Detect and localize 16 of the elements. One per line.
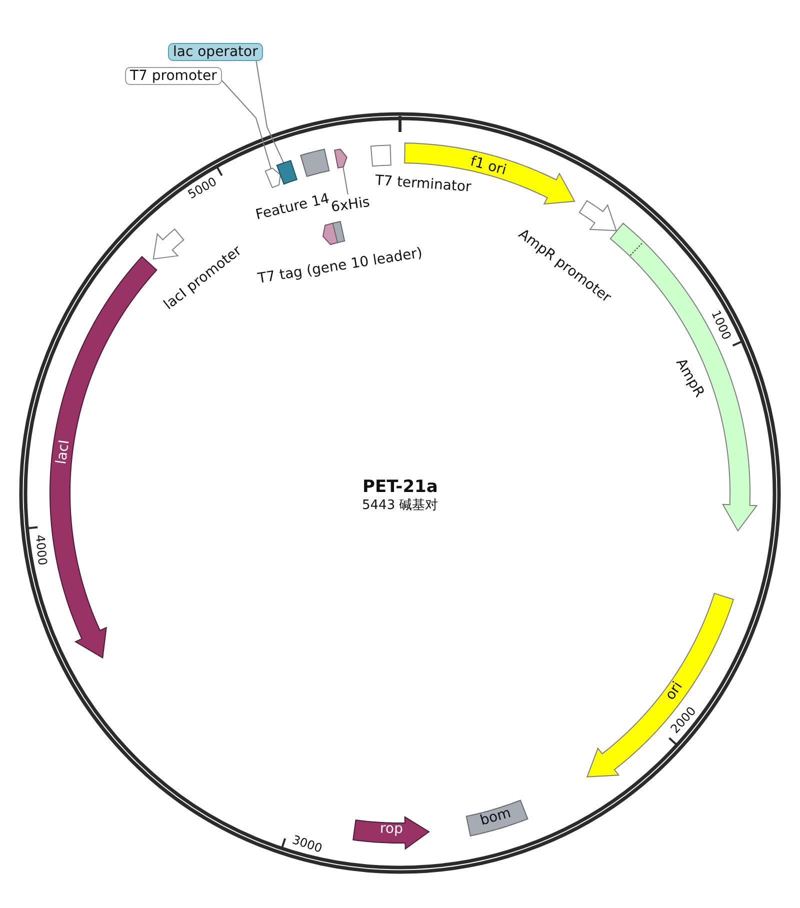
feature-label: Feature 14 — [254, 190, 330, 224]
feature-label: bom — [478, 805, 512, 829]
tick-label: 3000 — [290, 832, 324, 856]
plasmid-size: 5443 碱基对 — [362, 498, 438, 512]
feature-tag: T7 promoter — [125, 67, 222, 85]
feature-label: lacI — [54, 438, 73, 466]
leader-line — [221, 80, 272, 170]
feature-label: ori — [662, 678, 686, 704]
leader-line — [342, 166, 348, 195]
tick-label: 4000 — [32, 534, 50, 566]
tick-label: 1000 — [709, 308, 734, 342]
plasmid-name: PET-21a — [362, 477, 438, 497]
feature-label: T7 tag (gene 10 leader) — [256, 245, 424, 287]
feature-label: 6xHis — [330, 194, 370, 216]
feature-label: rop — [379, 820, 403, 838]
feature-tag: lac operator — [168, 43, 263, 61]
